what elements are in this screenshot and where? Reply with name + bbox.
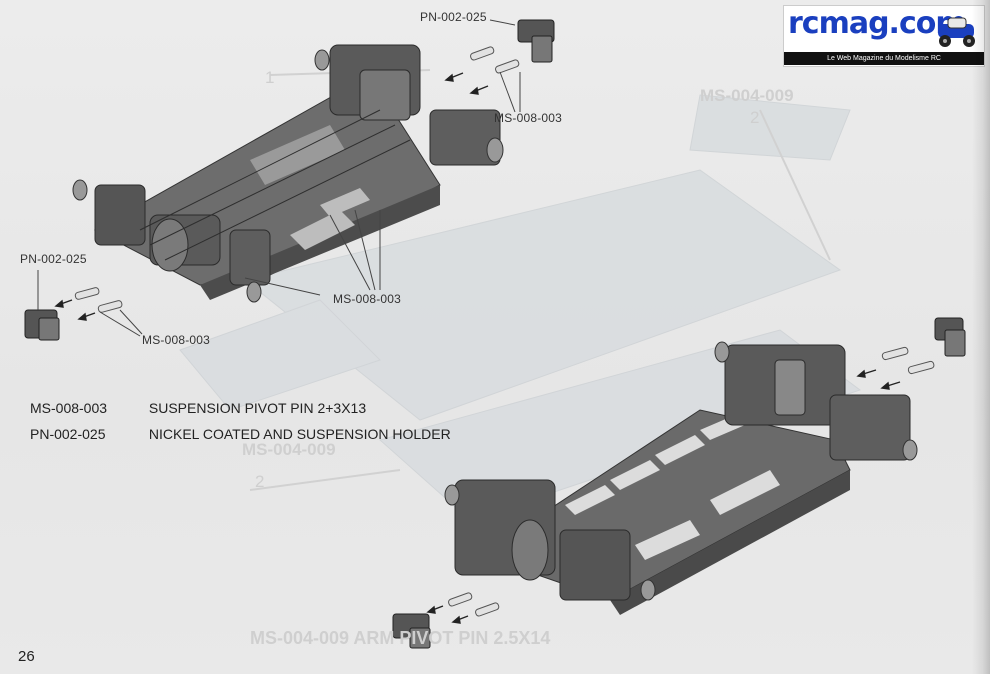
lower-chassis: [444, 341, 918, 615]
leader-lines: [37, 19, 521, 337]
callout-left-pn: PN-002-025: [20, 252, 87, 266]
ghost-num-top-left: 1: [265, 68, 275, 87]
legend-description: NICKEL COATED AND SUSPENSION HOLDER: [148, 426, 451, 442]
rc-car-icon: [938, 17, 975, 47]
ghost-num-mid-left: 2: [255, 472, 265, 491]
rcmag-logo[interactable]: rcmag.com Le Web Magazine du Modelisme R…: [783, 5, 985, 67]
ghost-num-top-right: 2: [750, 108, 760, 127]
upper-chassis: [72, 44, 504, 303]
callout-mid-ms: MS-008-003: [333, 292, 402, 306]
ghost-code-mid-left: MS-004-009: [242, 440, 336, 459]
suspension-holders: [24, 19, 966, 649]
legend-description: SUSPENSION PIVOT PIN 2+3X13: [148, 400, 367, 416]
legend-code: PN-002-025: [30, 426, 106, 442]
legend-row: PN-002-025 NICKEL COATED AND SUSPENSION …: [30, 426, 451, 442]
page-number: 26: [18, 648, 35, 665]
ghost-code-top-right: MS-004-009: [700, 86, 794, 105]
legend-code: MS-008-003: [30, 400, 108, 416]
pivot-pins: [74, 46, 935, 617]
callout-top-pn: PN-002-025: [420, 10, 487, 24]
callout-left-ms: MS-008-003: [142, 333, 211, 347]
ghost-bottom-text: MS-004-009 ARM PIVOT PIN 2.5X14: [250, 628, 551, 648]
page-binding-shadow: [972, 0, 990, 674]
logo-brand: rcmag.com: [788, 6, 967, 41]
callout-top-ms: MS-008-003: [494, 111, 563, 125]
legend-row: MS-008-003 SUSPENSION PIVOT PIN 2+3X13: [30, 400, 366, 416]
logo-tagline: Le Web Magazine du Modelisme RC: [784, 52, 984, 65]
assembly-arrows: [54, 72, 901, 624]
